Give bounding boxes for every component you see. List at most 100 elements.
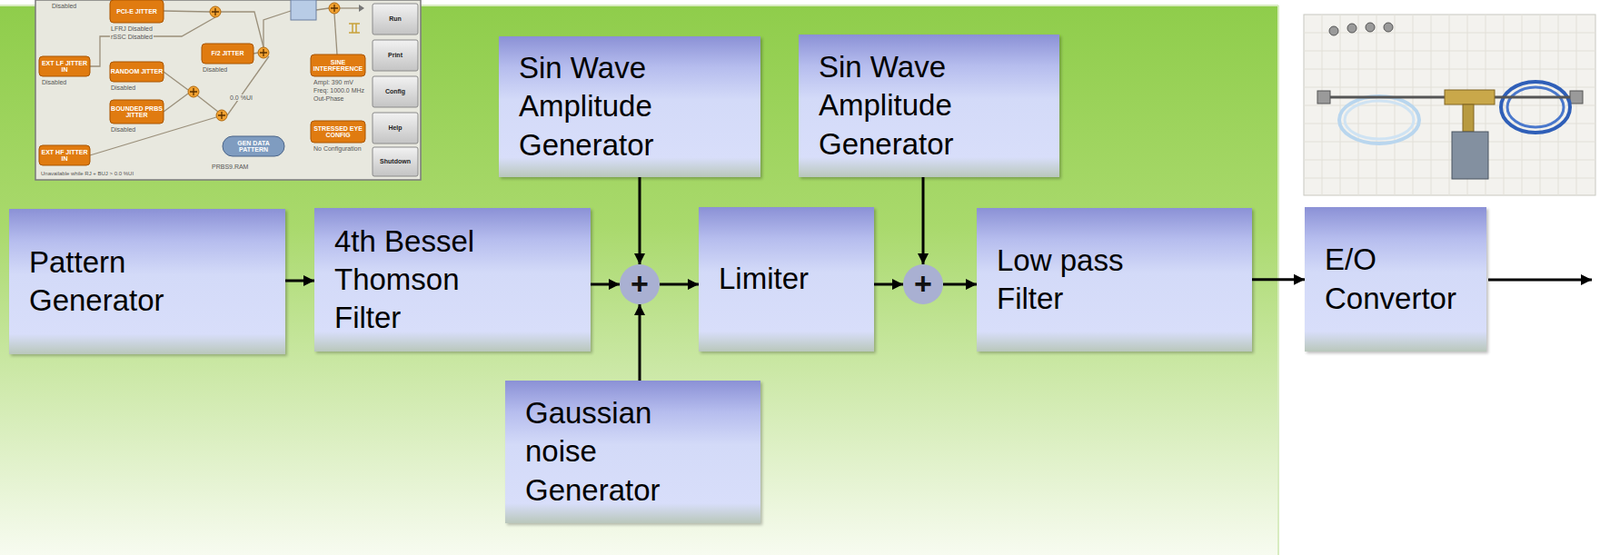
node-label: Pattern Generator: [29, 243, 211, 320]
wire: [227, 56, 269, 116]
plus-mark: [211, 8, 219, 16]
symbol-line: [355, 23, 358, 33]
node-label: Low pass Filter: [996, 241, 1152, 319]
signal-arrow: [922, 177, 925, 265]
connector: [1347, 23, 1357, 33]
block-label: F/2 JITTER: [201, 43, 254, 64]
cable-coil: [1344, 100, 1414, 140]
symbol-line: [348, 22, 360, 25]
status-text: rSSC Disabled: [109, 33, 154, 40]
sum-icon: [258, 47, 269, 59]
node-label: +: [630, 268, 649, 299]
jitter-block: [310, 54, 366, 77]
jitter-blocks: [39, 0, 366, 166]
converter-box: E/O Convertor: [1304, 207, 1487, 352]
generator-box: Sin Wave Amplitude Generator: [798, 34, 1060, 178]
block-label: RANDOM JITTER: [109, 61, 164, 82]
screenshot-inset: [35, 0, 421, 180]
jitter-block: [109, 0, 164, 23]
block-label: EXT HF JITTER IN: [39, 145, 90, 166]
status-text: No Configuration: [312, 145, 363, 152]
block-label: GEN DATA PATTERN: [222, 136, 285, 157]
status-text: Disabled: [50, 2, 78, 10]
wire: [89, 17, 216, 67]
button: [372, 147, 418, 177]
generator-box: Gaussian noise Generator: [505, 380, 761, 524]
buttons: [372, 3, 418, 177]
data-block: [290, 0, 317, 20]
ii-symbol: [348, 23, 360, 33]
process-box: Pattern Generator: [9, 208, 286, 355]
node-label: +: [914, 268, 933, 299]
component: [1462, 104, 1474, 132]
wire: [163, 93, 189, 112]
arrowhead: [358, 4, 365, 12]
jitter-block: [109, 99, 164, 124]
status-text: Disabled: [40, 79, 68, 86]
status-text: Unavailable while RJ + BUJ > 0.0 %UI: [39, 170, 135, 177]
connector: [1365, 22, 1375, 32]
status-text: PRBS9.RAM: [210, 163, 249, 170]
output-arrow: [1488, 278, 1592, 282]
sum-junction: +: [903, 264, 944, 305]
signal-arrow: [874, 283, 904, 287]
button-label: Print: [372, 39, 418, 71]
connector: [1570, 90, 1583, 104]
status-text: Ampl: 390 mV: [312, 79, 355, 86]
generator-box: Sin Wave Amplitude Generator: [498, 36, 761, 178]
plus-mark: [189, 88, 198, 96]
wire: [334, 13, 338, 55]
cables: [1330, 81, 1571, 144]
status-text: Disabled: [201, 66, 229, 73]
status-text: Out-Phase: [312, 95, 345, 102]
signal-arrow: [590, 283, 620, 287]
symbol-line: [348, 31, 360, 34]
cable-coil: [1507, 87, 1564, 128]
jitter-block: [39, 56, 90, 77]
button-label: Run: [372, 3, 418, 35]
symbol-line: [351, 23, 354, 33]
node-label: Sin Wave Amplitude Generator: [818, 48, 1037, 164]
connector: [1317, 90, 1331, 104]
component: [1451, 131, 1489, 179]
status-text: LFRJ Disabled: [109, 25, 154, 32]
block-label: EXT LF JITTER IN: [39, 56, 90, 77]
plus-mark: [259, 49, 268, 57]
wire: [197, 95, 219, 112]
block-label: BOUNDED PRBS JITTER: [109, 99, 164, 124]
sum-icon: [209, 6, 221, 18]
signal-arrow: [285, 279, 315, 283]
sum-icon: [328, 2, 340, 14]
block-label: SINE INTERFERENCE: [310, 54, 366, 77]
wire: [163, 71, 189, 90]
signal-arrow: [638, 304, 642, 381]
signal-arrow: [1252, 278, 1305, 281]
node-label: E/O Convertor: [1324, 240, 1475, 318]
sum-icon: [216, 109, 228, 121]
pattern-pill: [222, 136, 285, 157]
wire: [220, 11, 264, 48]
process-box: Limiter: [698, 207, 875, 352]
wire: [263, 10, 291, 48]
status-text: 0.0 %UI: [228, 94, 254, 101]
status-text: Disabled: [109, 126, 137, 133]
button: [372, 3, 418, 35]
component: [1444, 89, 1495, 105]
button-label: Shutdown: [372, 147, 418, 177]
button: [372, 39, 418, 71]
connector: [1329, 26, 1339, 36]
jitter-block: [201, 43, 254, 64]
cable-coil: [1500, 81, 1571, 133]
jitter-block: [310, 120, 366, 143]
button: [372, 112, 418, 144]
plus-mark: [330, 4, 338, 12]
node-label: Gaussian noise Generator: [525, 394, 689, 510]
wire: [253, 52, 259, 54]
block-label: PCI-E JITTER: [109, 0, 164, 23]
wire: [163, 10, 210, 12]
connectors: [1317, 22, 1583, 104]
connector: [1383, 22, 1393, 32]
hardware-photo: [1303, 14, 1596, 196]
sum-junction: +: [619, 264, 660, 305]
filter-box: Low pass Filter: [976, 208, 1253, 352]
